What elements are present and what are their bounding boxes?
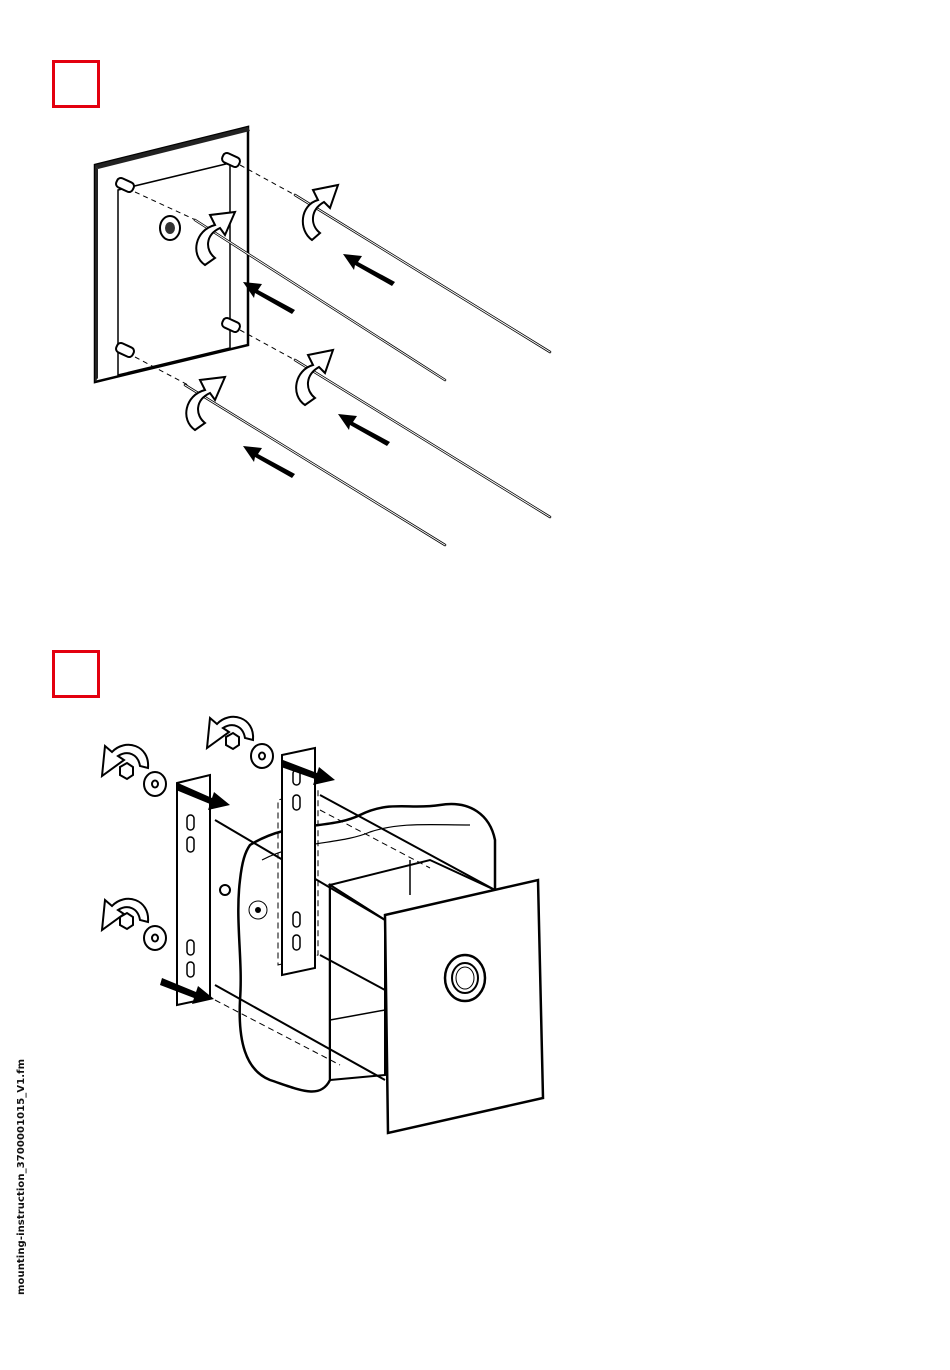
file-label: mounting-instruction_3700001015_V1.fm xyxy=(16,1059,27,1295)
left-bracket xyxy=(177,775,210,1005)
right-bracket xyxy=(282,748,315,975)
cover-plate xyxy=(385,880,543,1133)
